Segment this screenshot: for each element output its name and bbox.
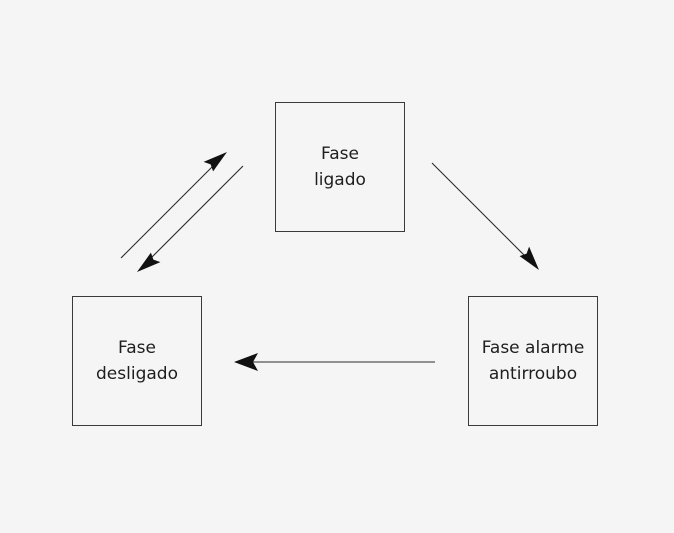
- arrow-desligado-to-ligado: [120, 152, 227, 259]
- node-label-line-2: desligado: [96, 364, 178, 384]
- node-label-line-1: Fase alarme: [481, 338, 585, 358]
- arrow-ligado-to-alarme: [431, 162, 539, 270]
- arrow-ligado-to-desligado: [137, 165, 244, 272]
- node-label-line-1: Fase: [321, 144, 359, 164]
- node-fase-desligado: Fase desligado: [72, 296, 202, 426]
- node-label-line-2: antirroubo: [488, 364, 578, 384]
- node-fase-alarme-antirroubo: Fase alarme antirroubo: [468, 296, 598, 426]
- arrow-alarme-to-desligado: [234, 353, 435, 371]
- node-label-line-2: ligado: [314, 170, 366, 190]
- node-label-line-1: Fase: [118, 338, 156, 358]
- node-fase-ligado: Fase ligado: [275, 102, 405, 232]
